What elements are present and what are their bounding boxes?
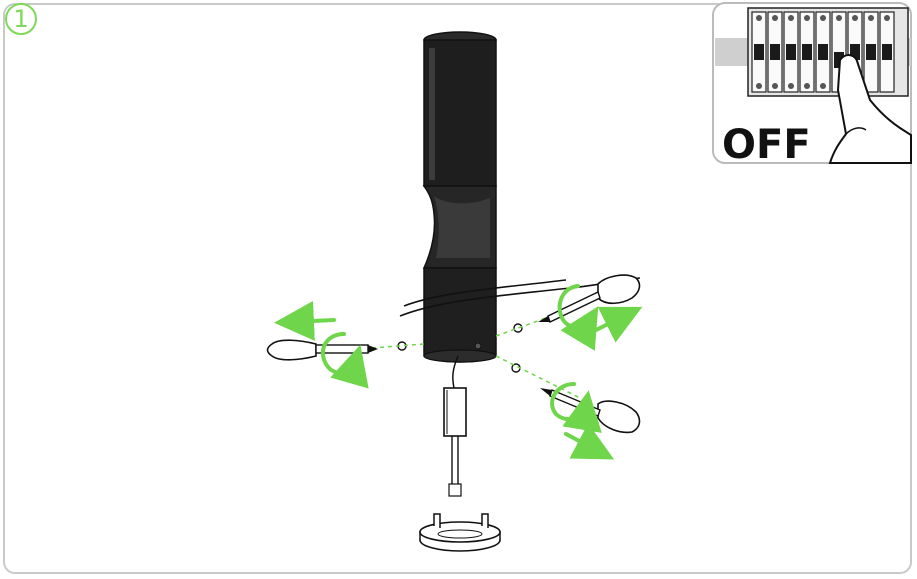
off-label: OFF: [722, 122, 811, 168]
rotate-arrow-icon: [320, 332, 369, 389]
step-badge: 1: [5, 3, 37, 35]
alignment-lines: [371, 317, 581, 399]
lamp-base: [423, 267, 497, 363]
step-circle-icon: [5, 3, 37, 35]
hand-icon: [828, 54, 912, 164]
screw-right-top: [513, 323, 523, 333]
arrow-right-icon: [564, 423, 615, 460]
bollard-lamp: [422, 31, 497, 363]
driver-box: [443, 355, 467, 497]
step-number: 1: [13, 5, 28, 33]
rotate-arrow-icon: [550, 382, 602, 433]
mounting-base: [419, 513, 501, 552]
rotate-arrow-icon: [557, 284, 599, 351]
arrow-right-icon: [586, 306, 643, 343]
removal-arrows: [274, 284, 643, 460]
arrow-left-icon: [274, 300, 336, 341]
breaker-inset: OFF: [712, 2, 912, 168]
circuit-breaker-icon: [747, 7, 909, 97]
